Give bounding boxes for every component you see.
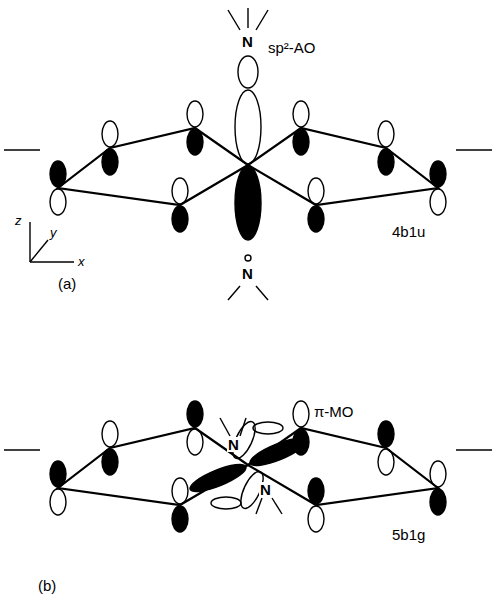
panel-label: (a) bbox=[58, 276, 76, 291]
atom-label: N bbox=[259, 482, 272, 497]
atom-label: N bbox=[227, 437, 240, 452]
atom-label: N bbox=[241, 34, 254, 49]
orbital-label: sp²-AO bbox=[268, 40, 316, 55]
axis-label: z bbox=[15, 214, 22, 227]
axis-label: y bbox=[50, 226, 57, 239]
p-orbitals bbox=[50, 401, 446, 532]
atom-label: N bbox=[241, 266, 254, 281]
orbital-symbol: 4b1u bbox=[392, 224, 425, 239]
central-orbitals bbox=[187, 418, 309, 514]
chelate-framework bbox=[4, 428, 492, 505]
axis-triad bbox=[30, 222, 74, 262]
orbital-label: π-MO bbox=[314, 404, 354, 419]
axis-label: x bbox=[78, 255, 85, 268]
orbital-symbol: 5b1g bbox=[392, 527, 425, 542]
central-orbitals bbox=[228, 8, 268, 300]
panel-label: (b) bbox=[38, 578, 56, 593]
